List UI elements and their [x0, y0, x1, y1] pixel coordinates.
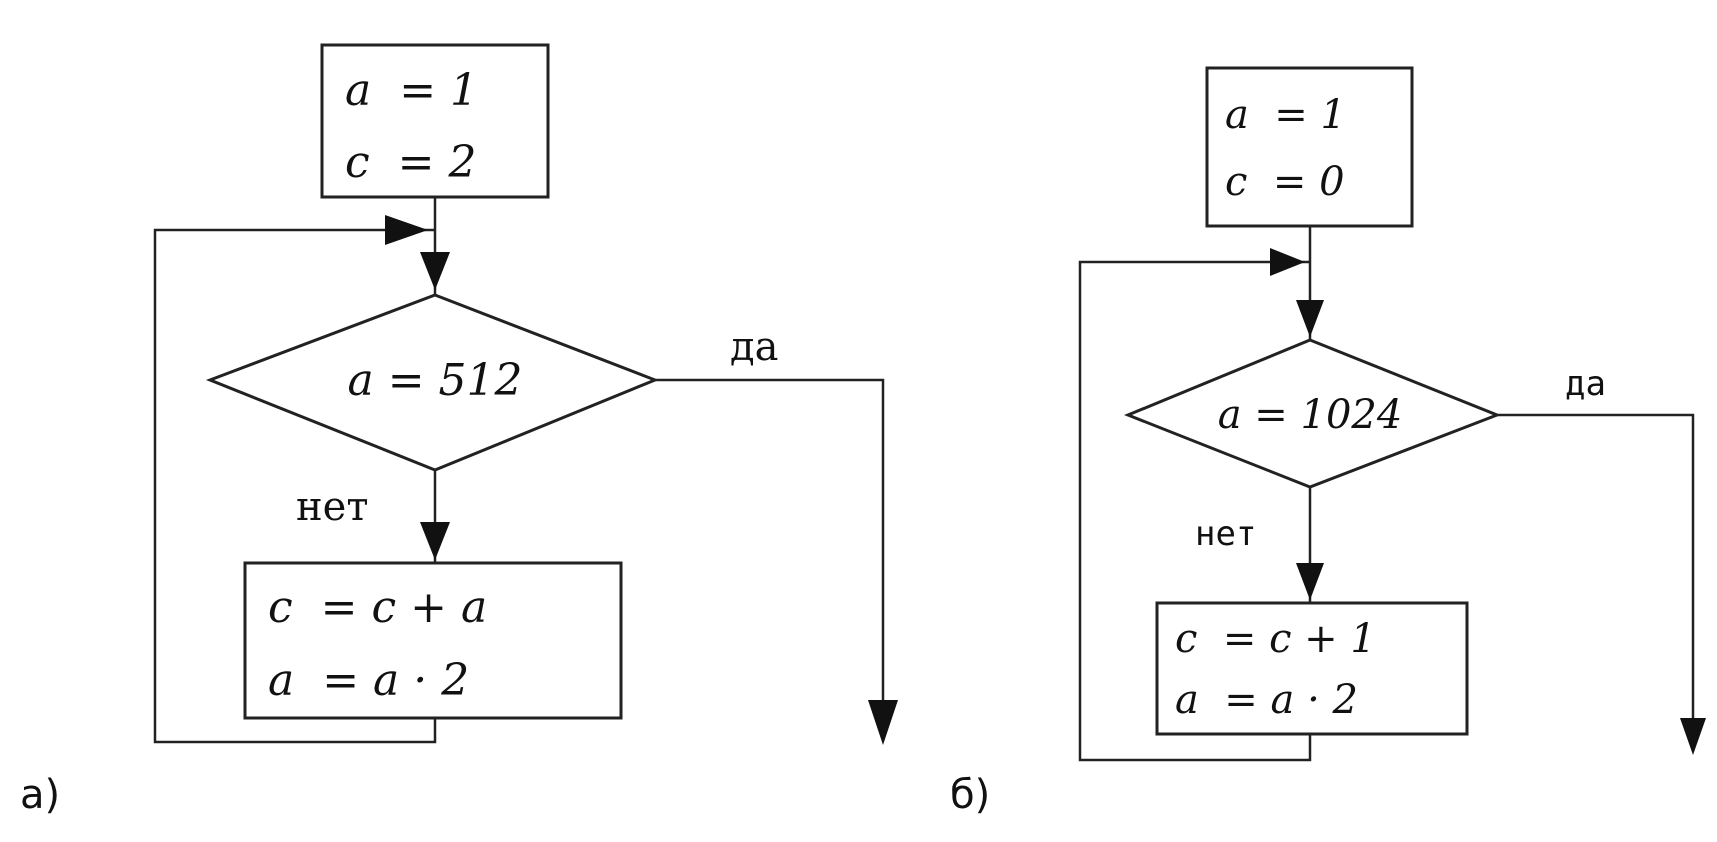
flowchart-b-arrow-down-2: [1296, 563, 1324, 600]
flowchart-a-arrow-down-2: [420, 522, 450, 560]
flowchart-a-yes-line: [655, 378, 885, 710]
flowchart-a-init-line-2: c = 2: [345, 137, 476, 188]
flowchart-a-yes-label: да: [730, 324, 778, 370]
flowchart-a-body-line-1: c = c + a: [268, 582, 487, 633]
flowchart-a-init-box: [320, 43, 550, 199]
flowchart-a-arrow-exit: [868, 700, 898, 745]
flowchart-a-loop-line: [153, 228, 437, 744]
flowchart-b-loop-line: [1078, 260, 1312, 762]
flowchart-a-condition: a = 512: [347, 355, 522, 406]
flowchart-b-yes-label: да: [1565, 364, 1606, 404]
flowchart-b-arrow-exit: [1680, 718, 1706, 755]
flowchart-b-no-label: нет: [1195, 514, 1256, 554]
flowchart-a-init-line-1: a = 1: [345, 65, 478, 116]
flowchart-b-init-line-1: a = 1: [1225, 92, 1346, 138]
flowchart-b: a = 1 c = 0 a = 1024 да нет c = c + 1 a …: [950, 66, 1706, 818]
flowchart-a-arrow-down-1: [420, 252, 450, 290]
flowchart-a-arrow-loop: [385, 215, 428, 245]
flowchart-a-body-box: [243, 561, 623, 720]
flowchart-b-body-box: [1155, 601, 1469, 736]
flowchart-b-arrow-loop: [1270, 248, 1305, 276]
flowchart-a: a = 1 c = 2 a = 512 да нет c = c + a a =…: [20, 43, 898, 818]
flowchart-a-caption: а): [20, 772, 60, 818]
flowchart-a-body-line-2: a = a · 2: [268, 655, 469, 706]
flowchart-b-yes-line: [1497, 413, 1695, 718]
flowchart-b-init-box: [1205, 66, 1414, 228]
flowchart-b-caption: б): [950, 772, 990, 818]
flowchart-b-arrow-down-1: [1296, 300, 1324, 337]
flowchart-a-no-label: нет: [296, 484, 368, 530]
flowchart-b-body-line-1: c = c + 1: [1175, 616, 1376, 662]
flowchart-b-init-line-2: c = 0: [1225, 159, 1345, 205]
flowchart-b-body-line-2: a = a · 2: [1175, 677, 1358, 723]
flowchart-b-condition: a = 1024: [1218, 392, 1403, 438]
